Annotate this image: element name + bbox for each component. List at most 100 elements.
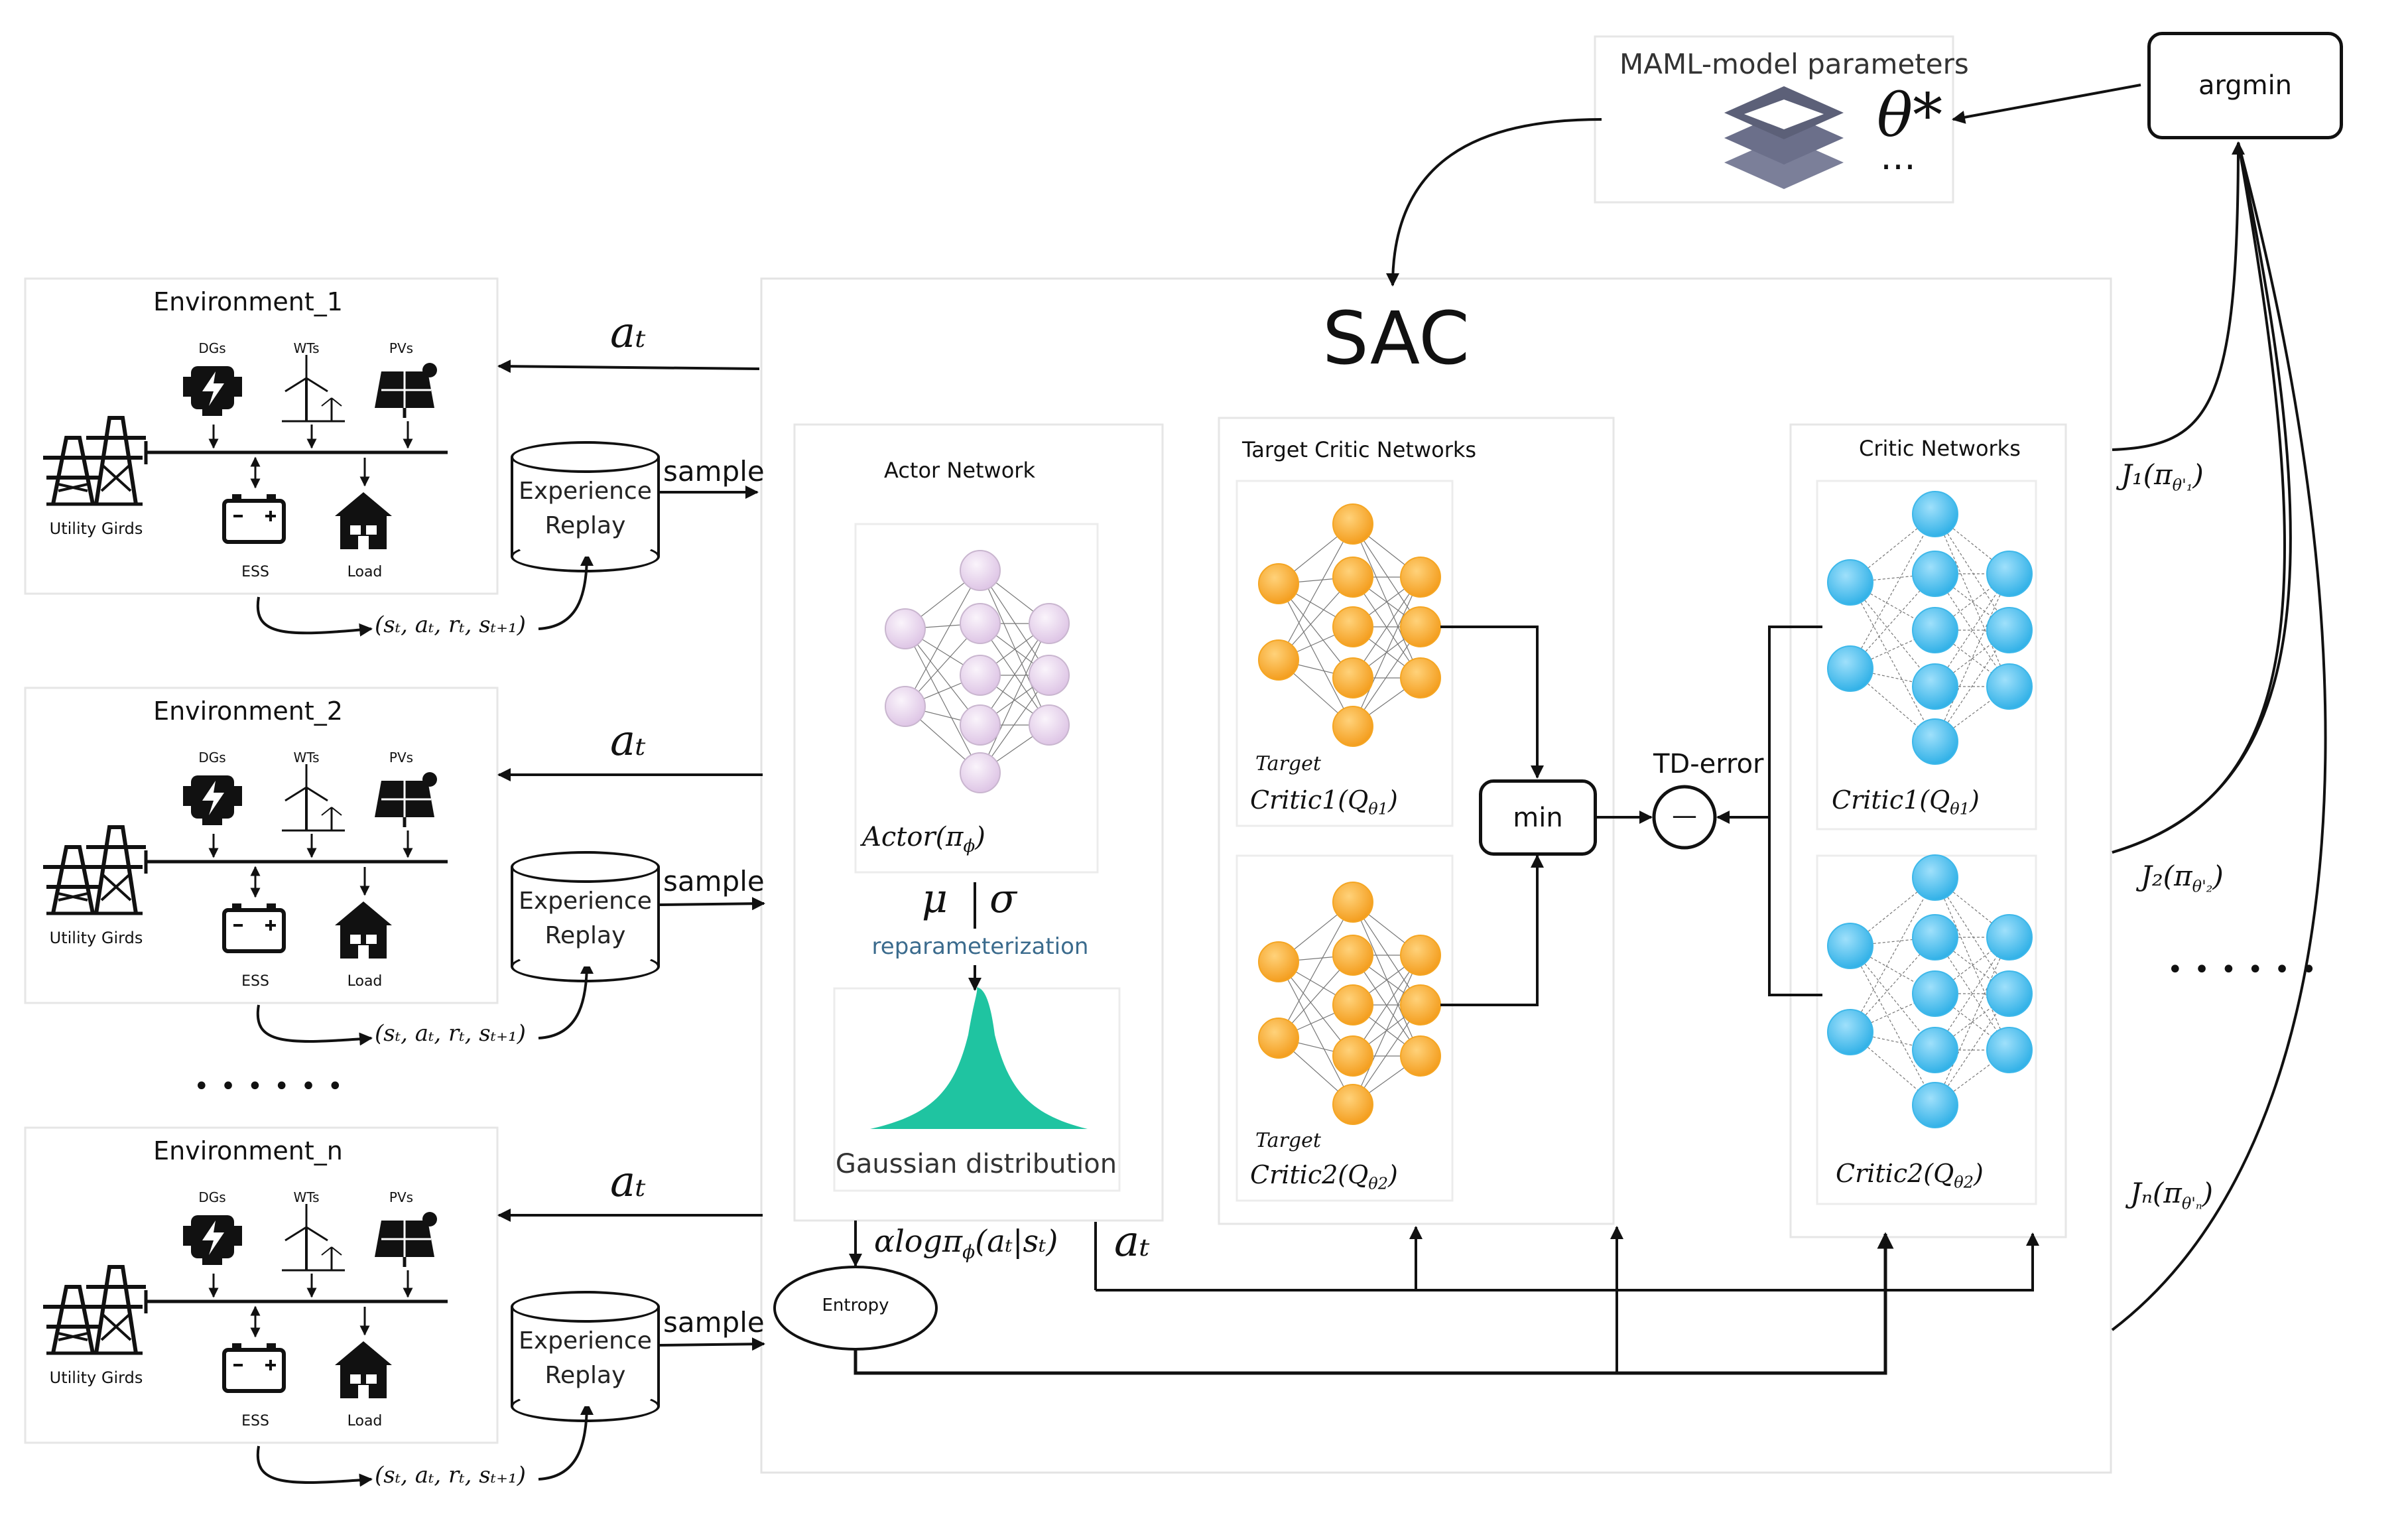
load-label: Load (347, 1413, 383, 1429)
net-node (1986, 970, 2033, 1017)
env-title-1: Environment_1 (153, 287, 343, 316)
net-edge (1352, 955, 1421, 1105)
critic-bracket (1768, 626, 1822, 996)
sac-title: SAC (1322, 296, 1470, 381)
actor-network-title: Actor Network (884, 458, 1035, 483)
solar-panel-icon (375, 363, 437, 418)
transition-2: (sₜ, aₜ, rₜ, sₜ₊₁) (375, 1020, 526, 1047)
replay-line1: Experience (519, 1327, 652, 1355)
net-node (1258, 639, 1299, 681)
net-edge (1278, 901, 1354, 1039)
net-node (1029, 603, 1070, 644)
env-title-n: Environment_n (153, 1136, 343, 1165)
pvs-label: PVs (389, 1189, 414, 1205)
target1-to-min (1440, 626, 1544, 779)
net-node (1332, 1035, 1373, 1077)
net-edge (1850, 945, 1936, 1106)
net-node (1332, 657, 1373, 698)
action-label-1: aₜ (610, 308, 646, 358)
net-node (1332, 935, 1373, 976)
net-node (960, 603, 1001, 644)
j-extra-curve (2112, 142, 2292, 854)
solar-panel-icon (375, 772, 437, 827)
target2-to-min (1440, 854, 1544, 1006)
entropy-label: Entropy (822, 1295, 889, 1315)
pvs-label: PVs (389, 750, 414, 765)
net-node (1912, 1027, 1958, 1073)
target-word-2: Target (1255, 1129, 1321, 1152)
net-node (960, 550, 1001, 591)
net-node (1912, 1082, 1958, 1128)
argmin-label: argmin (2198, 70, 2293, 101)
wind-turbine-icon (282, 764, 345, 832)
net-node (960, 704, 1001, 746)
generator-icon (183, 366, 242, 416)
jn-label: Jₙ(πθ'ₙ) (2130, 1177, 2214, 1213)
neural-networks (885, 491, 2033, 1128)
net-node (1029, 655, 1070, 696)
entropy-ellipse (773, 1266, 938, 1351)
env-ellipsis: • • • • • • (194, 1071, 345, 1102)
battery-icon (222, 494, 286, 544)
min-label: min (1513, 802, 1563, 833)
solar-panel-icon (375, 1212, 437, 1267)
theta-dots: … (1880, 136, 1916, 178)
net-node (1400, 1035, 1441, 1077)
wts-label: WTs (293, 340, 320, 356)
net-node (1332, 606, 1373, 647)
generator-icon (183, 1215, 242, 1265)
env-schematic-1 (43, 355, 448, 549)
net-node (1332, 984, 1373, 1026)
wts-label: WTs (293, 750, 320, 765)
env-schematic-n (43, 1204, 448, 1398)
experience-replay-1: Experience Replay (511, 441, 660, 574)
utility-grids-label: Utility Girds (49, 929, 143, 947)
td-minus-node (1652, 785, 1717, 850)
net-node (1258, 1018, 1299, 1059)
net-node (1827, 923, 1873, 969)
net-node (1827, 559, 1873, 606)
actor-network-graph (885, 550, 1070, 793)
net-edge (1352, 576, 1421, 727)
battery-icon (222, 1343, 286, 1393)
net-node (1912, 970, 1958, 1017)
house-icon (335, 492, 392, 549)
j1-curve (2112, 141, 2245, 451)
net-node (1986, 551, 2033, 597)
sample-label-1: sample (663, 455, 765, 488)
action-label-n: aₜ (610, 1158, 646, 1207)
net-edge (1850, 582, 1936, 742)
replay-line1: Experience (519, 888, 652, 915)
target-critic-title: Target Critic Networks (1242, 437, 1477, 462)
wind-turbine-icon (282, 355, 345, 423)
net-node (960, 752, 1001, 793)
net-node (1912, 854, 1958, 901)
transmission-tower-icon (43, 825, 146, 915)
sample-label-2: sample (663, 865, 765, 897)
battery-icon (222, 903, 286, 953)
action-arrow-1 (497, 360, 760, 373)
utility-grids-label: Utility Girds (49, 1368, 143, 1387)
net-node (1986, 1027, 2033, 1073)
sample-arrow-n (659, 1337, 765, 1351)
critic1-graph (1827, 491, 2033, 765)
entropy-formula: αlogπϕ(aₜ|sₜ) (874, 1223, 1058, 1264)
target-critic1-label: Critic1(Qθ1) (1250, 785, 1398, 819)
transition-curve-na (256, 1445, 373, 1487)
reparameterization-label: reparameterization (871, 933, 1089, 960)
net-node (960, 655, 1001, 696)
net-node (1258, 563, 1299, 604)
net-node (1400, 557, 1441, 598)
wts-label: WTs (293, 1189, 320, 1205)
entropy-to-critic-line (854, 1232, 1894, 1375)
net-edge (980, 570, 1050, 676)
net-edge (905, 628, 981, 773)
replay-line2: Replay (544, 512, 626, 539)
argmin-to-theta-arrow (1952, 84, 2141, 124)
net-node (1029, 704, 1070, 746)
at-to-critic-line (1096, 1232, 2039, 1291)
layers-icon (1724, 86, 1844, 189)
net-edge (1278, 583, 1354, 727)
maml-to-sac-arrow (1386, 118, 1602, 287)
net-node (1912, 718, 1958, 765)
